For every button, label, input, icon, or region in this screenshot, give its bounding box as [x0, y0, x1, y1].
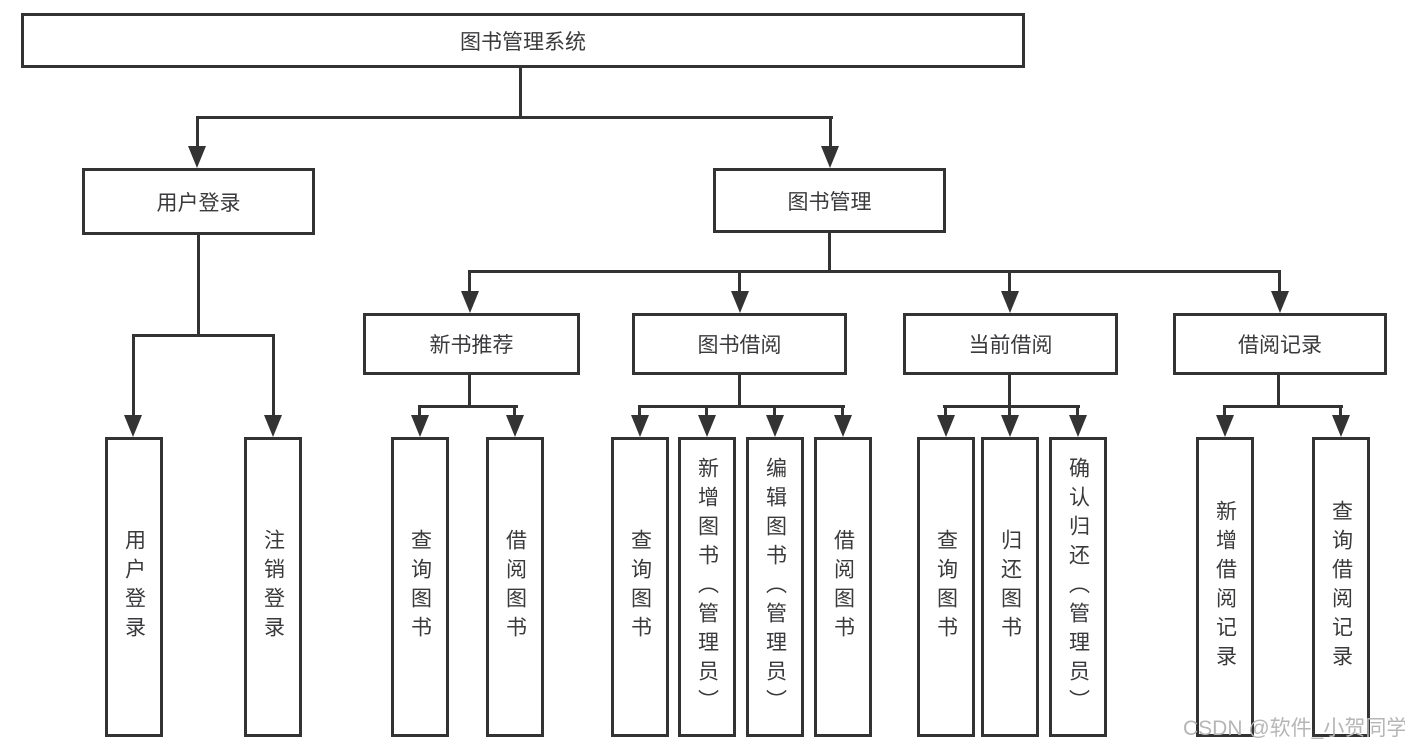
- leaf-borrow-books-1: 借阅图书: [486, 437, 544, 737]
- connector-stem: [738, 270, 741, 293]
- arrowhead-down-icon: [731, 291, 749, 313]
- node-current-borrow-label: 当前借阅: [968, 334, 1053, 357]
- leaf-user-login-label: 用户登录: [122, 529, 146, 645]
- node-book-borrow: 图书借阅: [632, 313, 847, 375]
- leaf-add-books-admin: 新增图书︵管理员︶: [678, 437, 736, 737]
- connector-stem: [196, 116, 199, 148]
- arrowhead-down-icon: [1216, 415, 1234, 437]
- connector-stem: [944, 405, 947, 417]
- leaf-logout-label: 注销登录: [261, 529, 285, 645]
- connector-stem: [468, 270, 471, 293]
- node-root: 图书管理系统: [21, 13, 1025, 68]
- arrowhead-down-icon: [766, 415, 784, 437]
- connector-rail: [418, 405, 518, 408]
- node-user-login-label: 用户登录: [156, 191, 241, 215]
- connector-rail: [638, 405, 845, 408]
- arrowhead-down-icon: [698, 415, 716, 437]
- connector-stem: [638, 405, 641, 417]
- leaf-query-books-3: 查询图书: [917, 437, 975, 737]
- connector-root-stub: [519, 68, 522, 118]
- leaf-logout: 注销登录: [244, 437, 302, 737]
- connector-stem: [1278, 270, 1281, 293]
- leaf-query-books-2-label: 查询图书: [628, 529, 652, 645]
- leaf-query-borrow-record-label: 查询借阅记录: [1329, 500, 1353, 674]
- arrowhead-down-icon: [1001, 291, 1019, 313]
- arrowhead-down-icon: [1332, 415, 1350, 437]
- connector-stem: [132, 334, 135, 417]
- arrowhead-down-icon: [631, 415, 649, 437]
- connector-rail: [132, 334, 275, 337]
- node-borrow-records-label: 借阅记录: [1238, 334, 1322, 357]
- connector-rail: [1223, 405, 1343, 408]
- connector-stem: [1008, 405, 1011, 417]
- leaf-query-books-1-label: 查询图书: [408, 529, 432, 645]
- connector-stem: [841, 405, 844, 417]
- leaf-query-books-2: 查询图书: [611, 437, 669, 737]
- connector-stem: [773, 405, 776, 417]
- connector-stub: [197, 235, 200, 336]
- node-current-borrow: 当前借阅: [903, 313, 1118, 375]
- connector-stem: [1223, 405, 1226, 417]
- connector-stem: [418, 405, 421, 417]
- connector-root-rail: [196, 116, 833, 119]
- node-book-management-label: 图书管理: [787, 190, 872, 214]
- leaf-return-books-label: 归还图书: [998, 529, 1022, 645]
- arrowhead-down-icon: [937, 415, 955, 437]
- leaf-borrow-books-1-label: 借阅图书: [503, 529, 527, 645]
- arrowhead-down-icon: [506, 415, 524, 437]
- leaf-edit-books-admin: 编辑图书︵管理员︶: [746, 437, 804, 737]
- connector-rail: [468, 270, 1281, 273]
- leaf-query-books-3-label: 查询图书: [934, 529, 958, 645]
- connector-stem: [1339, 405, 1342, 417]
- leaf-borrow-books-2: 借阅图书: [814, 437, 872, 737]
- node-user-login: 用户登录: [82, 168, 315, 235]
- leaf-user-login: 用户登录: [105, 437, 163, 737]
- connector-stem: [705, 405, 708, 417]
- connector-stem: [272, 334, 275, 417]
- arrowhead-down-icon: [461, 291, 479, 313]
- arrowhead-down-icon: [264, 415, 282, 437]
- arrowhead-down-icon: [411, 415, 429, 437]
- connector-stem: [1008, 270, 1011, 293]
- arrowhead-down-icon: [1001, 415, 1019, 437]
- leaf-add-borrow-record: 新增借阅记录: [1196, 437, 1254, 737]
- arrowhead-down-icon: [188, 146, 206, 168]
- connector-stem: [829, 116, 832, 148]
- node-root-label: 图书管理系统: [460, 30, 586, 54]
- node-new-book-recommend: 新书推荐: [363, 313, 580, 375]
- connector-stub: [1277, 375, 1280, 408]
- arrowhead-down-icon: [821, 146, 839, 168]
- node-book-borrow-label: 图书借阅: [697, 334, 782, 357]
- leaf-add-books-admin-label: 新增图书︵管理员︶: [695, 456, 719, 718]
- connector-stub: [1008, 375, 1011, 408]
- arrowhead-down-icon: [1271, 291, 1289, 313]
- leaf-query-books-1: 查询图书: [391, 437, 449, 737]
- node-new-book-recommend-label: 新书推荐: [429, 334, 514, 357]
- arrowhead-down-icon: [834, 415, 852, 437]
- connector-stub: [468, 375, 471, 408]
- leaf-confirm-return-admin-label: 确认归还︵管理员︶: [1066, 456, 1090, 718]
- connector-stub: [738, 375, 741, 408]
- arrowhead-down-icon: [124, 415, 142, 437]
- leaf-borrow-books-2-label: 借阅图书: [831, 529, 855, 645]
- node-book-management: 图书管理: [713, 168, 946, 233]
- leaf-return-books: 归还图书: [981, 437, 1039, 737]
- connector-rail: [943, 405, 1080, 408]
- leaf-confirm-return-admin: 确认归还︵管理员︶: [1049, 437, 1107, 737]
- leaf-query-borrow-record: 查询借阅记录: [1312, 437, 1370, 737]
- leaf-edit-books-admin-label: 编辑图书︵管理员︶: [763, 456, 787, 718]
- connector-stub: [828, 233, 831, 273]
- connector-stem: [513, 405, 516, 417]
- connector-stem: [1076, 405, 1079, 417]
- watermark-text: CSDN @软件_小贺同学: [1183, 717, 1405, 740]
- leaf-add-borrow-record-label: 新增借阅记录: [1213, 500, 1237, 674]
- arrowhead-down-icon: [1069, 415, 1087, 437]
- node-borrow-records: 借阅记录: [1173, 313, 1387, 375]
